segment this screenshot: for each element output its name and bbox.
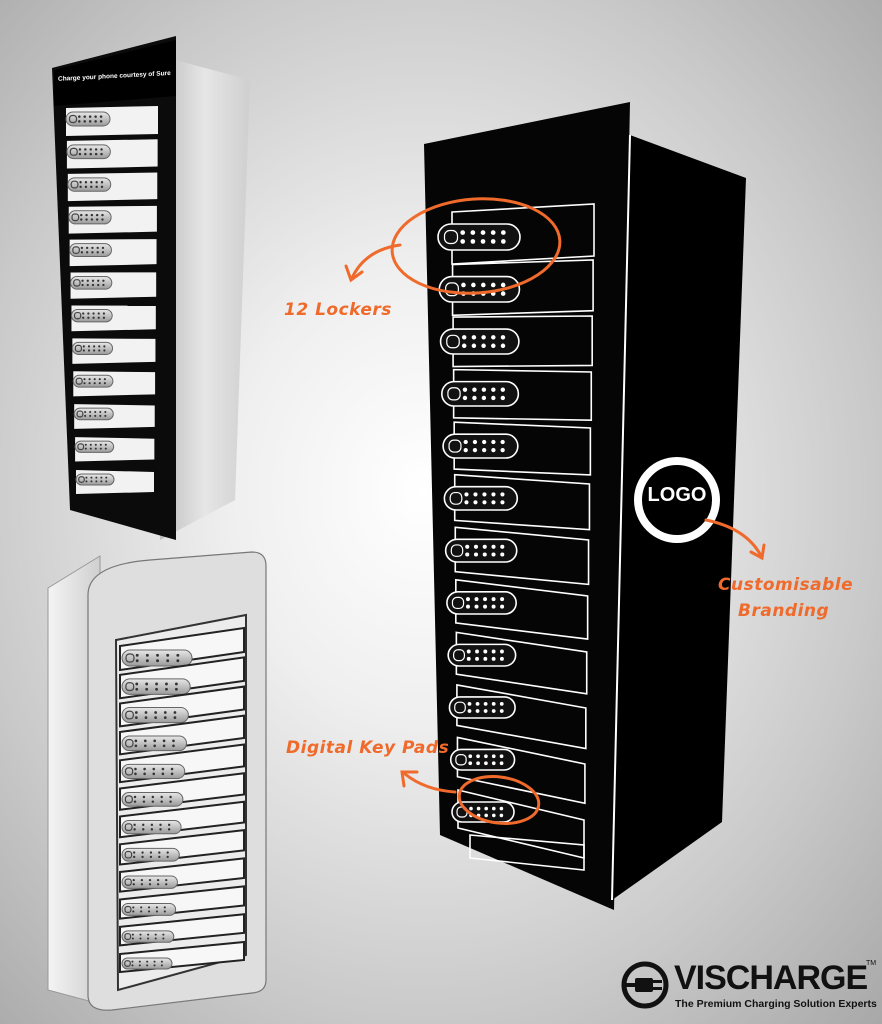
keypad	[121, 847, 180, 862]
keypads-annotation: Digital Key Pads	[286, 738, 450, 758]
keypad	[437, 223, 521, 251]
keypad	[441, 380, 520, 407]
keypad	[121, 649, 193, 667]
keypad	[444, 538, 518, 563]
locker-base	[469, 834, 585, 871]
locker-doors	[65, 106, 158, 494]
keypad	[74, 440, 115, 453]
keypad	[451, 801, 515, 823]
annotation-marks	[344, 197, 766, 825]
cabinet-side-panel	[160, 56, 250, 540]
keypad	[447, 643, 517, 667]
illustrated-cabinet	[424, 102, 746, 910]
keypad	[73, 407, 114, 421]
branding-annotation-line2: Branding	[738, 601, 830, 621]
keypad	[446, 591, 517, 615]
keypad	[443, 485, 519, 511]
vischarge-logo: VISCHARGE TM The Premium Charging Soluti…	[620, 958, 877, 1018]
keypad	[121, 819, 182, 835]
black-cabinet-photo	[52, 36, 250, 540]
keypad-arrow	[403, 772, 457, 794]
brand-tagline: The Premium Charging Solution Experts	[675, 998, 877, 1010]
trademark: TM	[866, 960, 877, 967]
brand-name: VISCHARGE	[674, 959, 868, 997]
keypad	[72, 374, 114, 388]
locker-doors	[119, 626, 245, 974]
keypad	[121, 902, 177, 916]
keypad	[65, 111, 111, 127]
cabinet-side	[612, 135, 746, 900]
keypad	[121, 678, 191, 695]
keypad	[75, 473, 115, 486]
branding-arrow	[704, 518, 762, 556]
cabinet-header-sign	[54, 40, 176, 106]
keypad	[121, 875, 178, 889]
keypad	[66, 144, 111, 160]
side-logo-text: LOGO	[647, 484, 707, 506]
keypad	[121, 930, 175, 943]
keypad	[121, 957, 173, 970]
keypad	[68, 210, 112, 225]
keypad	[448, 696, 516, 719]
lockers-highlight-circle	[390, 197, 562, 295]
keypad	[439, 328, 520, 355]
keypad	[67, 177, 112, 192]
keypad	[449, 748, 516, 771]
lockers-arrow	[350, 243, 402, 280]
keypad	[121, 735, 188, 752]
locker-doors	[437, 203, 595, 871]
keypad	[121, 706, 189, 724]
keypad	[69, 243, 112, 258]
keypad	[71, 341, 114, 355]
keypad	[70, 308, 113, 323]
keypad	[442, 433, 519, 459]
lockers-annotation: 12 Lockers	[284, 300, 392, 320]
branding-annotation-line1: Customisable	[718, 575, 854, 595]
keypad	[121, 763, 186, 779]
white-cabinet-photo	[47, 551, 267, 1011]
plug-icon	[621, 961, 669, 1009]
keypad	[70, 276, 113, 290]
keypad	[121, 791, 184, 807]
branding-annotation: Customisable Branding	[718, 572, 853, 624]
logo-circle	[634, 457, 720, 543]
keypad-highlight-circle	[457, 775, 541, 825]
